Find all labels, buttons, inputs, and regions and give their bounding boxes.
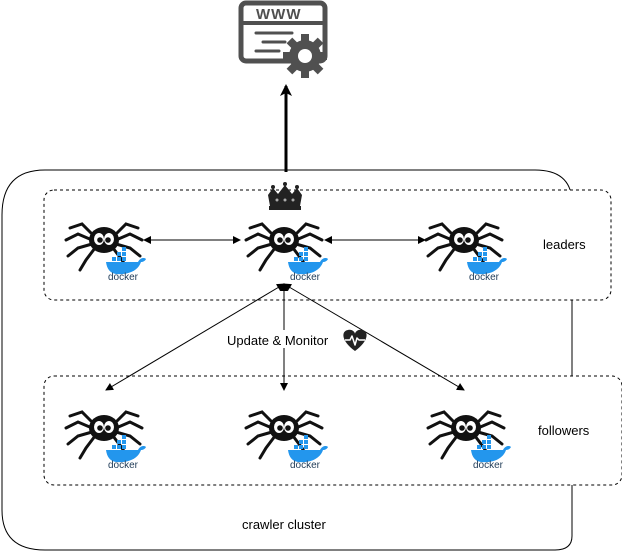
followers-label: followers: [538, 423, 590, 438]
leader-center-node: docker: [244, 222, 328, 283]
follower-center-node: docker: [244, 410, 328, 471]
leaders-group: [43, 189, 612, 301]
link-follower-right: [283, 283, 465, 391]
crawler-cluster-label: crawler cluster: [242, 517, 326, 532]
follower-right-node: docker: [426, 410, 511, 471]
docker-label: docker: [473, 460, 504, 471]
update-monitor-label: Update & Monitor: [227, 333, 329, 348]
leaders-label: leaders: [543, 237, 586, 252]
crawler-cluster-boundary: [1, 169, 573, 551]
follower-left-node: docker: [64, 410, 146, 471]
docker-label: docker: [469, 272, 500, 283]
web-server-gear-icon: WWW: [238, 0, 328, 78]
leader-left-node: docker: [64, 222, 146, 283]
docker-label: docker: [290, 272, 321, 283]
leader-right-node: docker: [424, 222, 507, 283]
docker-label: docker: [108, 460, 139, 471]
update-monitor-label-bg: [224, 330, 340, 348]
crown-icon: [268, 182, 302, 210]
docker-label: docker: [290, 460, 321, 471]
docker-label: docker: [108, 272, 139, 283]
link-follower-left: [105, 283, 285, 391]
heartbeat-heart-icon: [343, 329, 367, 351]
www-text: WWW: [256, 6, 301, 23]
